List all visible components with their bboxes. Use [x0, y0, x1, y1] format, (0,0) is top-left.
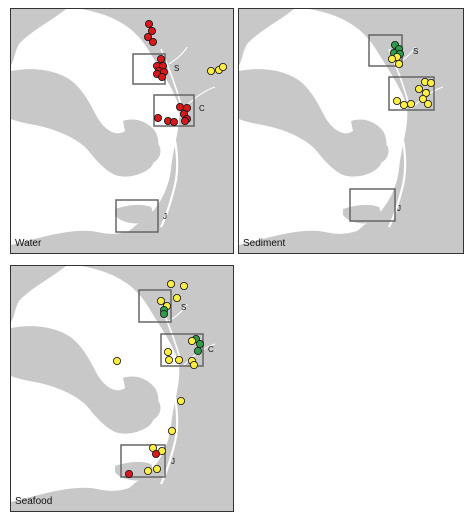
map-panel-water: S C J Water [10, 8, 234, 254]
site-marker-yellow [174, 356, 183, 365]
site-marker-yellow [156, 296, 165, 305]
site-marker-yellow [167, 426, 176, 435]
site-marker-yellow [399, 101, 408, 110]
base-map [11, 9, 217, 247]
site-marker-red [175, 103, 184, 112]
box-label-j: J [171, 457, 175, 466]
markers-group [143, 19, 227, 127]
site-marker-green [159, 310, 168, 319]
site-marker-yellow [423, 100, 432, 109]
site-marker-yellow [189, 361, 198, 370]
box-j [349, 188, 396, 222]
site-marker-yellow [152, 464, 161, 473]
site-marker-yellow [187, 337, 196, 346]
site-marker-yellow [172, 293, 181, 302]
map-svg: S C J [239, 9, 445, 247]
panel-label: Seafood [15, 496, 53, 507]
site-marker-red [156, 55, 165, 64]
box-label-j: J [397, 204, 401, 213]
site-marker-green [195, 340, 204, 349]
site-marker-yellow [394, 60, 403, 69]
site-marker-yellow [392, 97, 401, 106]
site-marker-red [153, 114, 162, 123]
site-marker-red [148, 37, 157, 46]
box-j [115, 199, 159, 233]
site-marker-green [193, 347, 202, 356]
base-map [11, 266, 217, 504]
site-marker-yellow [164, 356, 173, 365]
site-marker-yellow [166, 279, 175, 288]
box-c [160, 333, 204, 367]
box-label-c: C [208, 345, 214, 354]
map-panel-seafood: S C J Seafood [10, 265, 234, 512]
site-marker-red [147, 26, 156, 35]
panel-label: Water [15, 238, 42, 249]
map-panel-sediment: S C J Sediment [238, 8, 464, 254]
site-marker-red [143, 32, 152, 41]
site-marker-yellow [426, 79, 435, 88]
site-marker-yellow [418, 95, 427, 104]
site-marker-yellow [163, 348, 172, 357]
site-marker-yellow [414, 85, 423, 94]
base-map [239, 9, 445, 247]
site-marker-red [157, 73, 166, 82]
box-label-s: S [181, 303, 186, 312]
markers-group [387, 41, 435, 110]
panel-label: Sediment [243, 238, 286, 249]
box-c [153, 94, 195, 127]
site-marker-yellow [179, 281, 188, 290]
box-label-c: C [199, 104, 205, 113]
site-marker-red [169, 118, 178, 127]
site-marker-red [125, 469, 134, 478]
box-j [120, 444, 166, 478]
site-marker-yellow [176, 396, 185, 405]
markers-group [113, 279, 204, 478]
site-marker-red [180, 117, 189, 126]
site-marker-yellow [387, 55, 396, 64]
site-marker-yellow [218, 63, 227, 72]
box-c [388, 76, 435, 111]
box-label-j: J [163, 212, 167, 221]
site-marker-yellow [143, 466, 152, 475]
site-marker-yellow [406, 100, 415, 109]
map-svg: S C J [11, 266, 217, 504]
box-label-s: S [413, 47, 418, 56]
site-marker-red [151, 449, 160, 458]
box-s [138, 289, 172, 323]
box-label-s: S [174, 64, 179, 73]
site-marker-yellow [113, 357, 122, 366]
map-svg: S C J [11, 9, 227, 247]
site-marker-red [144, 19, 153, 28]
site-marker-yellow [206, 67, 215, 76]
